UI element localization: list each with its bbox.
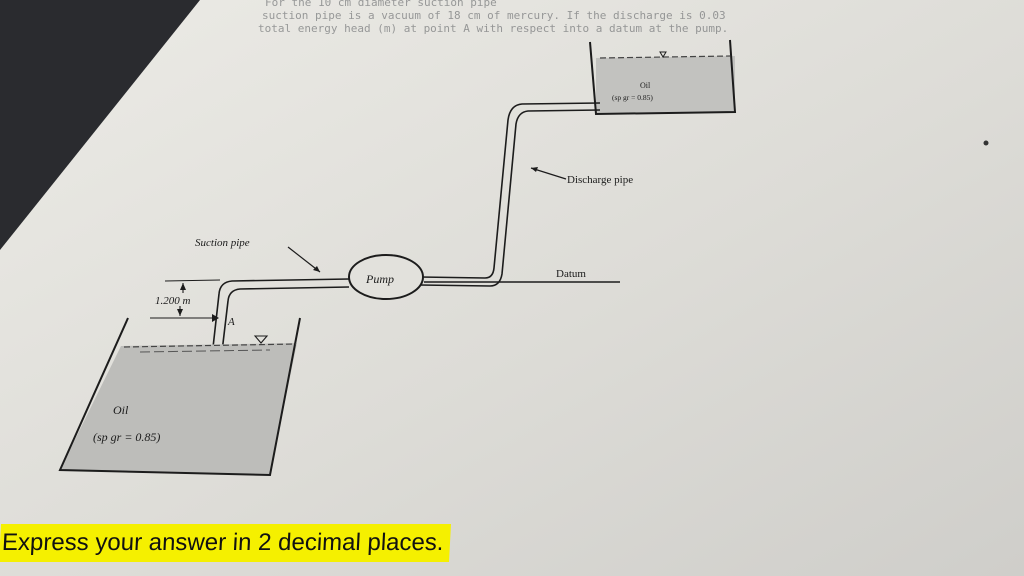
lower-tank-sg: (sp gr = 0.85) (93, 430, 160, 444)
problem-text-line-2: suction pipe is a vacuum of 18 cm of mer… (262, 9, 726, 22)
arrow-icon (313, 266, 320, 272)
pump-icon (348, 254, 424, 300)
discharge-pipe-label: Discharge pipe (567, 174, 633, 186)
suction-leader-line (287, 246, 321, 273)
water-level-icon (659, 51, 667, 58)
problem-text-line-3: total energy head (m) at point A with re… (258, 22, 728, 35)
suction-pipe-label: Suction pipe (195, 237, 250, 249)
pump-label: Pump (365, 272, 394, 286)
upper-tank-sg: (sp gr = 0.85) (612, 93, 653, 102)
datum-label: Datum (556, 268, 586, 280)
suction-pipe (207, 278, 350, 395)
answer-instruction: Express your answer in 2 decimal places. (0, 524, 451, 562)
point-a-label: A (227, 316, 235, 328)
water-level-icon (253, 335, 269, 344)
lower-tank-fluid: Oil (113, 403, 129, 417)
point-a-marker (212, 314, 219, 322)
upper-tank-fluid: Oil (640, 81, 651, 90)
lower-tank: Oil (sp gr = 0.85) (58, 317, 301, 477)
arrow-icon (177, 309, 183, 316)
problem-text-line-1: For the 10 cm diameter suction pipe (265, 0, 497, 9)
arrow-icon (531, 167, 538, 172)
arrow-icon (180, 283, 186, 290)
discharge-pipe (419, 102, 601, 287)
upper-tank: Oil (sp gr = 0.85) (589, 39, 737, 116)
dimension-label: 1.200 m (155, 295, 191, 307)
speck (983, 140, 989, 146)
